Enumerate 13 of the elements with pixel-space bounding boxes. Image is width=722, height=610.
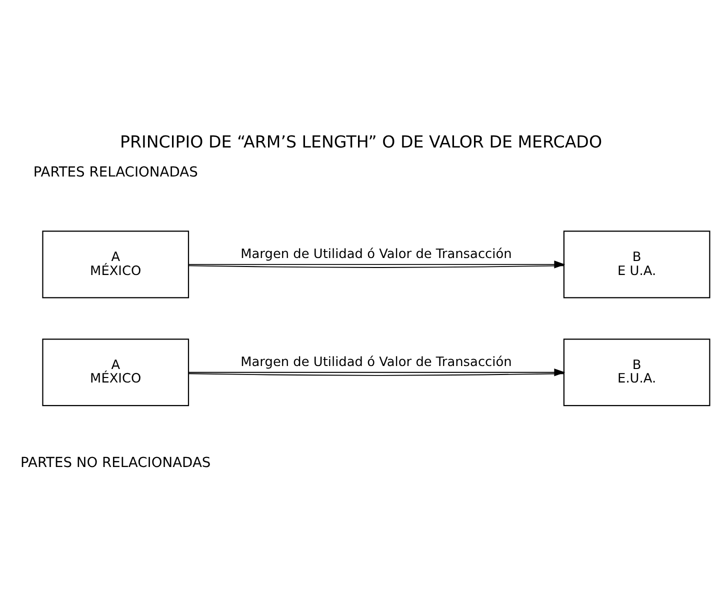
connector bbox=[188, 264, 564, 268]
arrow bbox=[188, 368, 566, 376]
label: PARTES NO RELACIONADAS bbox=[20, 454, 211, 470]
edge-label: Margen de Utilidad ó Valor de Transacción bbox=[240, 354, 512, 370]
node-box: B E.U.A. bbox=[563, 338, 710, 406]
node-box: A MÉXICO bbox=[42, 230, 190, 298]
node-box: A MÉXICO bbox=[42, 338, 190, 406]
edge-label: Margen de Utilidad ó Valor de Transacción bbox=[240, 246, 512, 262]
label: PARTES RELACIONADAS bbox=[33, 164, 198, 180]
diagram-title: PRINCIPIO DE “ARM’S LENGTH” O DE VALOR DE MERCADO bbox=[120, 132, 602, 152]
connector bbox=[188, 372, 564, 376]
arrow bbox=[188, 260, 566, 268]
node-box: B E U.A. bbox=[563, 230, 710, 298]
